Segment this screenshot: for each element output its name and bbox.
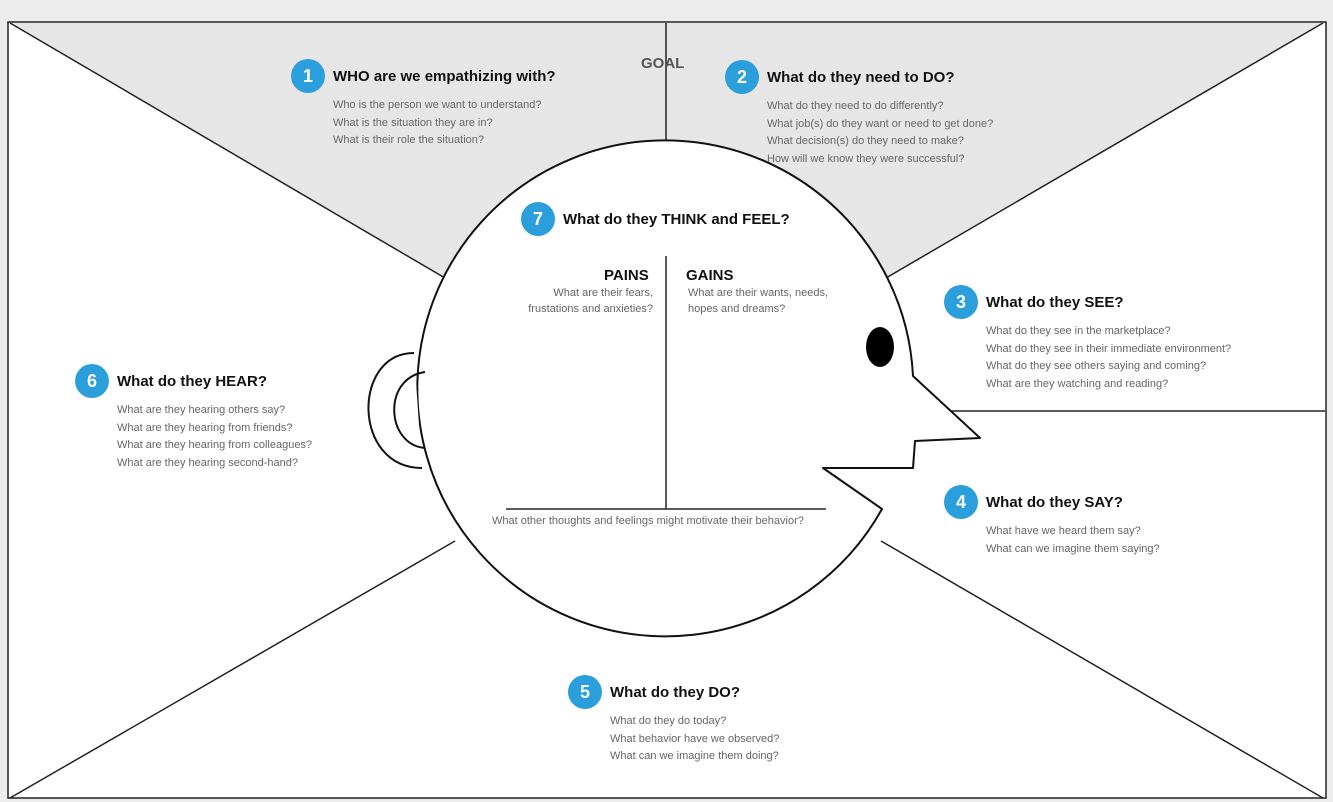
hear-title: What do they HEAR?: [117, 372, 267, 390]
divider-top-right: [885, 22, 1324, 279]
do-question: What behavior have we observed?: [610, 732, 780, 745]
number-badge-3: 3: [944, 285, 978, 319]
see-question: What do they see in their immediate envi…: [986, 342, 1232, 355]
say-questions: What have we heard them say? What can we…: [986, 523, 1160, 558]
divider-bottom-right: [880, 540, 1324, 799]
number-badge-6: 6: [75, 364, 109, 398]
section-need-to-do: 2 What do they need to DO? What do they …: [725, 60, 993, 168]
say-title: What do they SAY?: [986, 493, 1123, 511]
divider-top-left: [9, 22, 446, 279]
do-title: What do they DO?: [610, 683, 740, 701]
need-to-do-questions: What do they need to do differently? Wha…: [767, 98, 993, 168]
section-who: 1 WHO are we empathizing with? Who is th…: [291, 59, 556, 150]
do-question: What can we imagine them doing?: [610, 750, 779, 762]
ear-inner: [393, 371, 426, 449]
do-question: What do they do today?: [610, 715, 727, 727]
pains-title: PAINS: [604, 267, 649, 284]
gains-question-line: What are their wants, needs,: [688, 287, 829, 299]
say-question: What have we heard them say?: [986, 525, 1141, 537]
see-question: What do they see others saying and comin…: [986, 360, 1207, 372]
hear-question: What are they hearing second-hand?: [117, 456, 299, 469]
number-badge-1: 1: [291, 59, 325, 93]
see-question: What are they watching and reading?: [986, 377, 1169, 390]
who-questions: Who is the person we want to understand?…: [333, 97, 556, 150]
see-questions: What do they see in the marketplace? Wha…: [986, 323, 1231, 393]
need-to-do-question: How will we know they were successful?: [767, 152, 965, 165]
number-badge-5: 5: [568, 675, 602, 709]
think-feel-title: What do they THINK and FEEL?: [563, 210, 790, 228]
motivation-question: What other thoughts and feelings might m…: [492, 515, 804, 527]
hear-question: What are they hearing from friends?: [117, 421, 293, 434]
who-title: WHO are we empathizing with?: [333, 67, 556, 85]
section-see: 3 What do they SEE? What do they see in …: [944, 285, 1231, 393]
number-badge-7: 7: [521, 202, 555, 236]
who-question: What is their role the situation?: [333, 134, 485, 146]
section-hear: 6 What do they HEAR? What are they heari…: [75, 364, 312, 472]
need-to-do-title: What do they need to DO?: [767, 68, 955, 86]
see-title: What do they SEE?: [986, 293, 1124, 311]
divider-bottom-left: [9, 540, 456, 799]
hear-question: What are they hearing from colleagues?: [117, 439, 313, 451]
section-think-feel: 7 What do they THINK and FEEL?: [521, 202, 790, 236]
say-question: What can we imagine them saying?: [986, 542, 1160, 555]
section-say: 4 What do they SAY? What have we heard t…: [944, 485, 1160, 558]
eye: [866, 327, 894, 367]
goal-label: GOAL: [641, 55, 685, 72]
need-to-do-question: What job(s) do they want or need to get …: [767, 117, 994, 130]
gains-question: What are their wants, needs, hopes and d…: [688, 285, 863, 317]
pains-question: What are their fears, frustations and an…: [496, 285, 653, 317]
need-to-do-question: What decision(s) do they need to make?: [767, 135, 964, 147]
pains-question-line: What are their fears,: [553, 287, 653, 299]
see-question: What do they see in the marketplace?: [986, 325, 1171, 337]
gains-title: GAINS: [686, 267, 734, 284]
pains-question-line: frustations and anxieties?: [528, 303, 653, 315]
who-question: Who is the person we want to understand?: [333, 99, 542, 111]
need-to-do-question: What do they need to do differently?: [767, 100, 944, 112]
section-do: 5 What do they DO? What do they do today…: [568, 675, 779, 766]
who-question: What is the situation they are in?: [333, 116, 493, 129]
do-questions: What do they do today? What behavior hav…: [610, 713, 779, 766]
hear-question: What are they hearing others say?: [117, 404, 286, 416]
number-badge-4: 4: [944, 485, 978, 519]
hear-questions: What are they hearing others say? What a…: [117, 402, 312, 472]
head-outline: [416, 139, 981, 638]
number-badge-2: 2: [725, 60, 759, 94]
gains-question-line: hopes and dreams?: [688, 303, 786, 315]
ear: [367, 352, 423, 469]
